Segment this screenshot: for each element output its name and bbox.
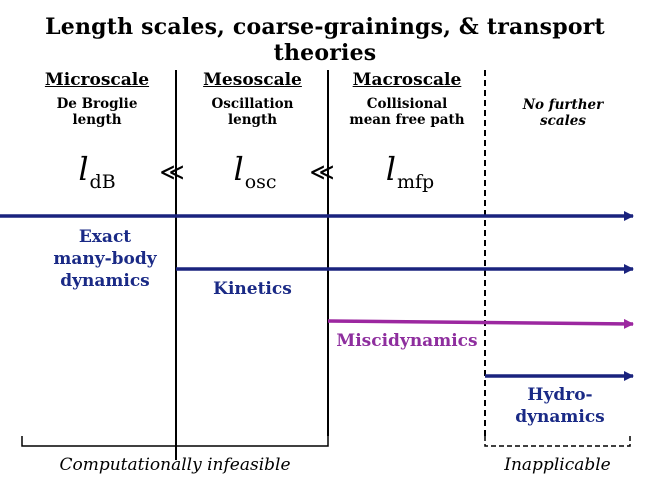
label-line: Hydro- [527,385,593,405]
label-line: Exact [78,227,132,247]
arrow-miscidynamics [327,318,634,329]
column-macroscale: Macroscale Collisional mean free path [332,70,482,128]
column-heading: Mesoscale [203,70,302,90]
column-microscale: Microscale De Broglie length [22,70,172,128]
symbol-base: l [78,150,89,188]
label-line: dynamics [60,271,150,291]
symbol-l-mfp: lmfp [365,150,455,193]
column-heading: Microscale [44,70,150,90]
bracket-computationally-infeasible [21,436,329,447]
symbol-base: l [385,150,396,188]
column-no-further-scales: No further scales [488,97,638,129]
bracket-inapplicable [484,436,631,447]
column-subtitle-line2: length [227,112,278,128]
symbol-l-db: ldB [52,150,142,193]
region-inapplicable: Inapplicable [504,455,611,475]
column-subtitle-line1: No further [522,97,604,113]
column-subtitle-line1: De Broglie [56,96,138,112]
column-subtitle-line2: length [72,112,122,128]
much-less-than-1: ≪ [159,158,185,186]
column-heading: Macroscale [352,70,462,90]
label-line: dynamics [515,407,605,427]
symbol-subscript: osc [244,171,277,193]
label-miscidynamics: Miscidynamics [336,331,478,351]
symbol-l-osc: losc [210,150,300,193]
label-line: many-body [53,249,157,269]
column-subtitle-line2: scales [540,113,586,129]
symbol-subscript: dB [89,171,116,193]
much-less-than-2: ≪ [309,158,335,186]
symbol-base: l [233,150,244,188]
label-kinetics: Kinetics [213,279,292,299]
diagram-title: Length scales, coarse-grainings, & trans… [45,14,605,66]
label-exact-many-body-dynamics: Exact many-body dynamics [50,226,160,292]
column-mesoscale: Mesoscale Oscillation length [180,70,325,128]
column-subtitle-line1: Oscillation [211,96,294,112]
label-hydrodynamics: Hydro- dynamics [500,384,620,428]
symbol-subscript: mfp [397,171,435,193]
column-subtitle-line2: mean free path [349,112,465,128]
column-subtitle-line1: Collisional [366,96,448,112]
region-computationally-infeasible: Computationally infeasible [59,455,291,475]
